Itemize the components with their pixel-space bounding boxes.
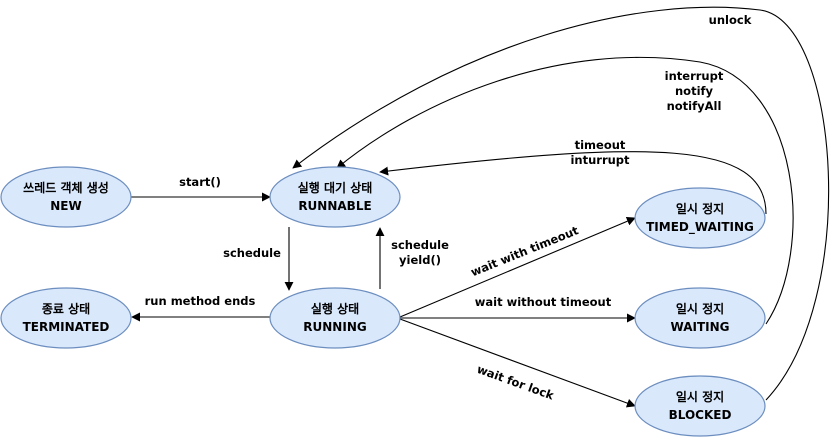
label-unlock: unlock: [709, 13, 752, 27]
state-timed-waiting: 일시 정지 TIMED_WAITING: [634, 187, 766, 249]
state-new-line2: NEW: [50, 199, 81, 213]
label-schedule-yield-1: schedule: [391, 238, 449, 252]
label-interrupt-1: interrupt: [665, 69, 724, 83]
label-wait-with-timeout: wait with timeout: [469, 223, 581, 279]
label-interrupt-2: notify: [675, 84, 714, 98]
state-new: 쓰레드 객체 생성 NEW: [0, 166, 132, 228]
state-runnable: 실행 대기 상태 RUNNABLE: [269, 166, 401, 228]
state-runnable-line2: RUNNABLE: [298, 199, 371, 213]
state-blocked-line2: BLOCKED: [669, 408, 732, 422]
label-start: start(): [179, 175, 221, 189]
state-running-line2: RUNNING: [303, 320, 366, 334]
state-waiting-line1: 일시 정지: [676, 301, 724, 316]
label-schedule: schedule: [223, 246, 281, 260]
label-wait-for-lock: wait for lock: [475, 362, 556, 403]
edge-waiting-to-runnable: [336, 56, 794, 325]
state-timed-waiting-line2: TIMED_WAITING: [646, 220, 754, 235]
state-new-line1: 쓰레드 객체 생성: [23, 180, 109, 195]
edge-running-to-blocked: [399, 318, 636, 408]
state-runnable-line1: 실행 대기 상태: [298, 180, 373, 195]
state-blocked-line1: 일시 정지: [676, 389, 724, 404]
label-timeout-1: timeout: [575, 138, 626, 152]
edge-running-to-timed-waiting: [399, 216, 636, 318]
label-schedule-yield-2: yield(): [399, 253, 441, 267]
label-timeout-2: inturrupt: [570, 153, 630, 167]
state-terminated-line1: 종료 상태: [42, 301, 90, 316]
state-blocked: 일시 정지 BLOCKED: [634, 375, 766, 437]
label-interrupt-3: notifyAll: [667, 99, 722, 113]
state-running-line1: 실행 상태: [311, 301, 359, 316]
label-wait-without-timeout: wait without timeout: [475, 295, 612, 309]
edge-blocked-to-runnable: [292, 6, 830, 401]
state-waiting: 일시 정지 WAITING: [634, 287, 766, 349]
edge-timed-waiting-to-runnable: [379, 151, 767, 215]
state-terminated: 종료 상태 TERMINATED: [0, 287, 132, 349]
label-run-method-ends: run method ends: [145, 294, 256, 308]
state-running: 실행 상태 RUNNING: [269, 287, 401, 349]
state-timed-waiting-line1: 일시 정지: [676, 201, 724, 216]
state-waiting-line2: WAITING: [671, 320, 730, 334]
state-terminated-line2: TERMINATED: [23, 320, 110, 334]
